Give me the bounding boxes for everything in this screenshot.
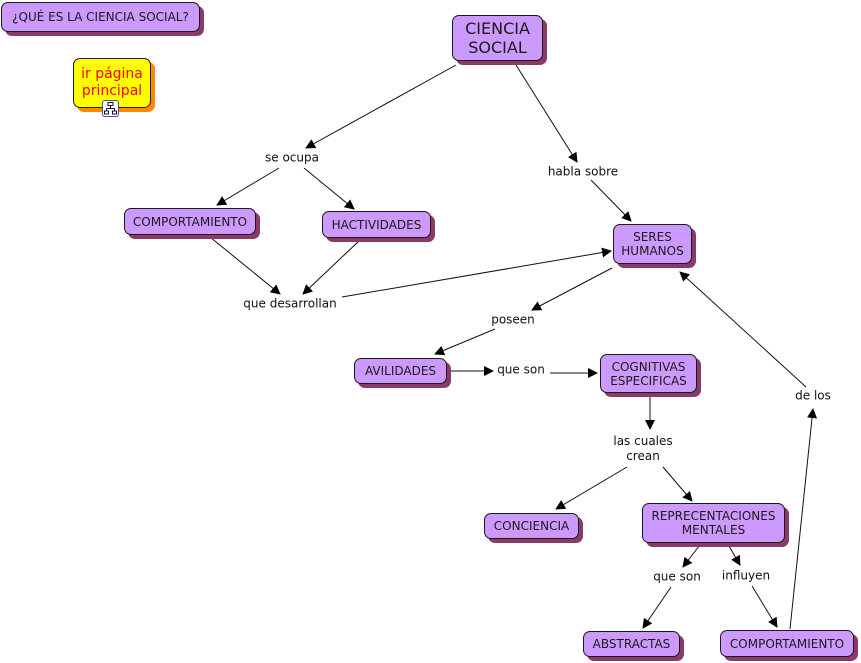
link-que-son-2[interactable]: que son [653, 569, 701, 585]
edge-comportamiento-delos [789, 408, 818, 630]
edge-ciencia-hablasobre [515, 64, 578, 163]
link-las-cuales-crean[interactable]: las cuales crean [613, 434, 673, 464]
edge-queson-abstractas [642, 586, 672, 629]
concept-map-icon[interactable] [102, 100, 119, 117]
link-node-main-page[interactable]: ir página principal [73, 58, 151, 108]
link-de-los[interactable]: de los [795, 388, 831, 404]
edge-representaciones-influyen [728, 545, 741, 566]
edge-hactividades-desarrollan [302, 239, 361, 295]
node-ciencia-social[interactable]: CIENCIA SOCIAL [452, 15, 543, 61]
title-node[interactable]: ¿QUÉ ES LA CIENCIA SOCIAL? [1, 2, 200, 32]
edge-seres-poseen [531, 267, 613, 311]
edge-seocupa-hactividades [303, 167, 355, 210]
node-abstractas[interactable]: ABSTRACTAS [583, 631, 680, 657]
edge-crean-representaciones [662, 466, 693, 502]
node-conciencia[interactable]: CONCIENCIA [484, 513, 579, 539]
node-comportamiento-2[interactable]: COMPORTAMIENTO [720, 630, 854, 657]
edge-delos-seres [679, 271, 807, 388]
edge-ciencia-seocupa [305, 64, 457, 149]
link-habla-sobre[interactable]: habla sobre [547, 164, 619, 180]
edge-crean-conciencia [555, 466, 628, 510]
edge-seocupa-comportamiento [216, 167, 280, 206]
edge-desarrollan-seres [341, 247, 612, 298]
link-influyen[interactable]: influyen [721, 568, 771, 584]
edge-hablasobre-seres [590, 179, 632, 222]
edge-influyen-comportamiento [751, 585, 778, 628]
node-cognitivas-especificas[interactable]: COGNITIVAS ESPECIFICAS [600, 354, 697, 393]
edge-poseen-avilidades [434, 328, 496, 356]
node-representaciones-mentales[interactable]: REPRECENTACIONES MENTALES [642, 503, 785, 543]
node-comportamiento-1[interactable]: COMPORTAMIENTO [124, 208, 256, 235]
link-que-desarrollan[interactable]: que desarrollan [243, 296, 337, 312]
node-hactividades[interactable]: HACTIVIDADES [322, 211, 431, 238]
node-seres-humanos[interactable]: SERES HUMANOS [613, 224, 692, 264]
edge-representaciones-queson [682, 545, 700, 568]
link-se-ocupa[interactable]: se ocupa [265, 150, 319, 166]
edge-comportamiento-desarrollan [209, 236, 281, 295]
link-poseen[interactable]: poseen [491, 312, 535, 328]
link-que-son-1[interactable]: que son [497, 362, 545, 378]
node-avilidades[interactable]: AVILIDADES [354, 358, 447, 384]
